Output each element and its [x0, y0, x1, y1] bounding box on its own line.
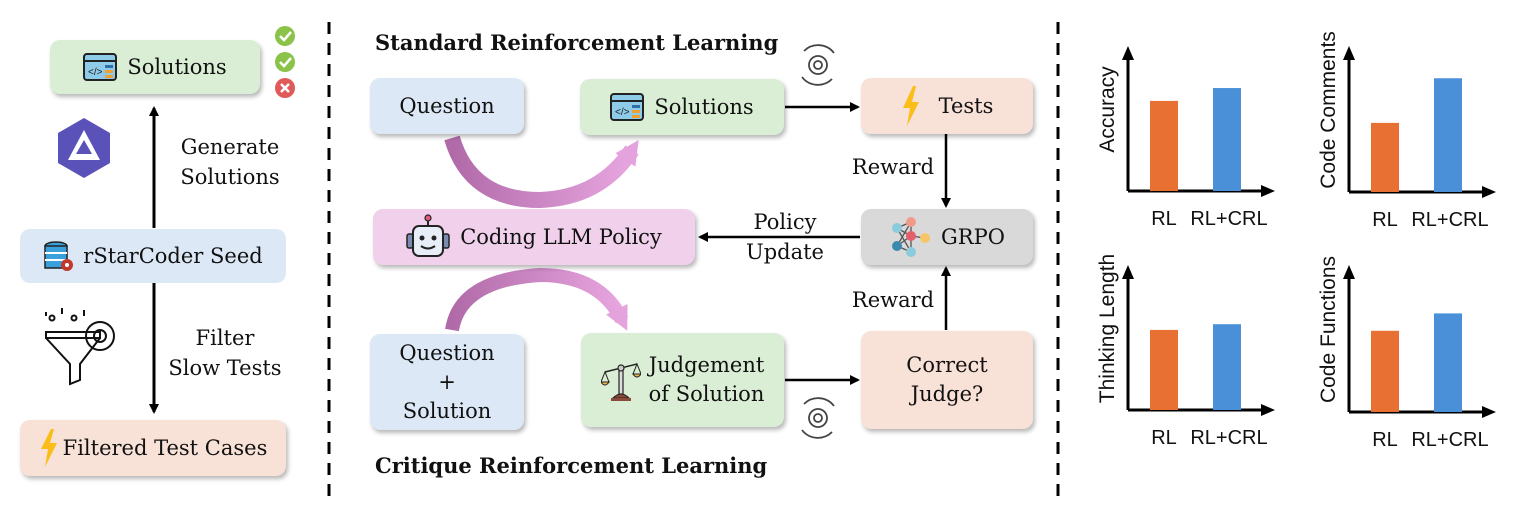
curve-arrow-top — [444, 135, 639, 209]
bar-chart-thinking-length: RL RL+CRL Thinking Length — [1096, 254, 1275, 449]
question-label: Question — [399, 93, 495, 118]
y-axis-label: Thinking Length — [1096, 254, 1119, 403]
x-axis-arrowhead — [1482, 406, 1496, 418]
seed-box: rStarCoder Seed — [20, 229, 286, 283]
x-axis-arrowhead — [1261, 185, 1275, 197]
fail-cross-icon — [275, 78, 295, 98]
svg-text:</>: </> — [88, 67, 103, 78]
filter-funnel-icon — [45, 308, 115, 386]
question-solution-line-2: + — [438, 369, 456, 394]
grpo-box: GRPO — [861, 209, 1033, 265]
y-axis-arrowhead — [1122, 46, 1134, 60]
solutions-box-left: </> Solutions — [50, 40, 260, 94]
x-axis-arrowhead — [1482, 186, 1496, 198]
tests-box: Tests — [861, 78, 1033, 134]
balance-scale-icon — [600, 362, 641, 401]
generate-solutions-label: Generate Solutions — [180, 135, 280, 189]
question-box: Question — [370, 78, 524, 134]
bar-chart-code-comments: RL RL+CRL Code Comments — [1317, 31, 1496, 231]
y-axis-arrowhead — [1343, 265, 1355, 279]
code-window-icon: </> — [610, 93, 645, 121]
y-axis-arrowhead — [1343, 46, 1355, 60]
reward-label-top: Reward — [851, 155, 935, 179]
y-axis-label: Code Comments — [1317, 31, 1340, 189]
y-axis-arrowhead — [1122, 265, 1134, 279]
grpo-label: GRPO — [941, 224, 1005, 249]
policy-update-label: Policy Update — [746, 210, 824, 264]
x-tick-label: RL+CRL — [1411, 209, 1488, 231]
reward-label-bottom: Reward — [851, 288, 935, 312]
question-solution-box: Question + Solution — [370, 334, 524, 430]
question-solution-line-3: Solution — [402, 398, 492, 423]
bar-rl — [1371, 122, 1399, 192]
y-axis-label: Accuracy — [1096, 66, 1119, 153]
coding-llm-policy-label: Coding LLM Policy — [460, 224, 662, 249]
x-tick-label: RL+CRL — [1190, 427, 1267, 449]
bar-rl — [1150, 329, 1178, 410]
rotating-gear-icon — [801, 44, 835, 86]
curve-arrow-bottom — [445, 267, 629, 332]
svg-text:</>: </> — [615, 107, 630, 118]
bar-rl — [1371, 330, 1399, 412]
tests-label: Tests — [938, 93, 994, 118]
bar-rl-plus-crl — [1213, 88, 1241, 191]
critique-rl-title: Critique Reinforcement Learning — [375, 453, 768, 478]
code-window-icon: </> — [83, 53, 118, 81]
solutions-label-middle: Solutions — [654, 94, 754, 119]
robot-icon — [406, 214, 450, 257]
judgement-box: Judgement of Solution — [581, 333, 784, 427]
solutions-box-middle: </> Solutions — [580, 79, 784, 135]
lightning-icon — [40, 429, 57, 467]
filtered-test-cases-box: Filtered Test Cases — [20, 420, 286, 476]
bar-chart-accuracy: RL RL+CRL Accuracy — [1096, 46, 1275, 230]
x-tick-label: RL — [1372, 429, 1398, 451]
database-gear-icon — [44, 241, 74, 271]
x-tick-label: RL+CRL — [1411, 429, 1488, 451]
standard-rl-title: Standard Reinforcement Learning — [375, 30, 779, 55]
question-solution-line-1: Question — [399, 340, 495, 365]
seed-label: rStarCoder Seed — [83, 243, 263, 268]
x-tick-label: RL — [1151, 208, 1177, 230]
lightning-icon — [902, 86, 919, 126]
model-logo-icon — [58, 118, 110, 178]
x-axis-arrowhead — [1261, 404, 1275, 416]
neural-network-icon — [892, 217, 931, 257]
bar-rl-plus-crl — [1434, 78, 1462, 192]
check-pass-icon — [275, 26, 295, 46]
bar-rl-plus-crl — [1434, 313, 1462, 412]
solutions-label-left: Solutions — [127, 54, 227, 79]
bar-chart-code-functions: RL RL+CRL Code Functions — [1317, 256, 1496, 451]
filter-slow-tests-label: Filter Slow Tests — [168, 326, 282, 380]
x-tick-label: RL — [1151, 427, 1177, 449]
check-pass-icon — [275, 52, 295, 72]
bar-rl — [1150, 100, 1178, 191]
filtered-test-cases-label: Filtered Test Cases — [62, 435, 268, 460]
rotating-gear-icon — [801, 397, 835, 439]
coding-llm-policy-box: Coding LLM Policy — [373, 209, 695, 265]
y-axis-label: Code Functions — [1317, 256, 1340, 403]
correct-judge-box: Correct Judge? — [861, 331, 1033, 429]
judgement-label: Judgement of Solution — [648, 353, 765, 406]
x-tick-label: RL — [1372, 209, 1398, 231]
x-tick-label: RL+CRL — [1190, 208, 1267, 230]
bar-rl-plus-crl — [1213, 324, 1241, 410]
